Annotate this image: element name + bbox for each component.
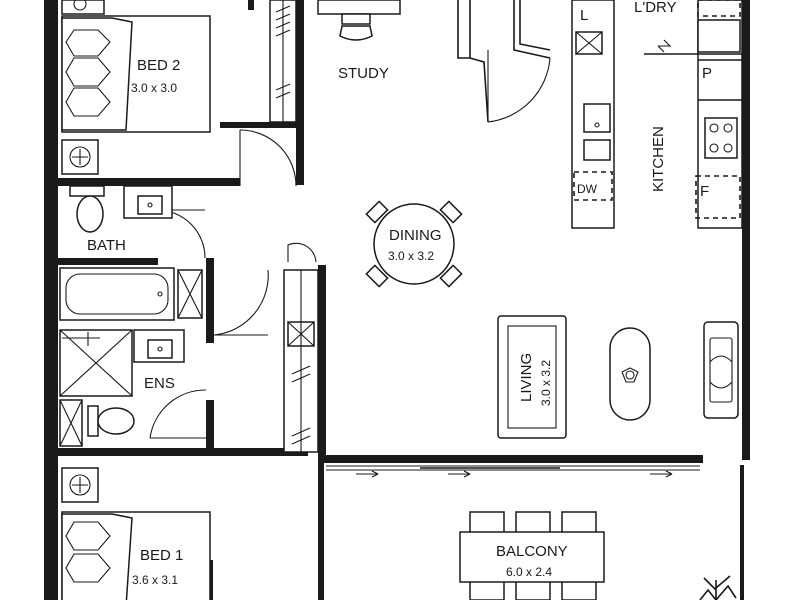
walls: [44, 0, 750, 600]
study-label: STUDY: [338, 65, 389, 82]
ensuite-fixtures: [59, 329, 185, 447]
hall-robe: [283, 269, 319, 453]
ens-toilet: [97, 407, 135, 435]
fridge-space: [695, 175, 741, 219]
balcony-sliding-door: [326, 465, 700, 478]
bed2-furniture: [61, 0, 211, 175]
west-exterior-wall: [44, 0, 58, 600]
bed2-bedside-top: [61, 0, 105, 15]
laundry-tub: [697, 19, 741, 53]
robe-wall: [318, 265, 326, 460]
balcony-label: BALCONY: [496, 543, 568, 560]
dishwasher: [573, 171, 613, 201]
entry-door-swing: [487, 57, 551, 123]
living-dims: 3.0 x 3.2: [539, 360, 553, 406]
cooktop: [704, 117, 738, 159]
dryer-space: [697, 0, 741, 17]
ens-label: ENS: [144, 375, 175, 392]
ens-east-wall-upper: [206, 258, 214, 343]
bed2-robe: [269, 0, 297, 123]
balcony-door-head: [318, 455, 703, 463]
balcony-east-edge: [740, 465, 744, 600]
robe-door-swing: [287, 242, 317, 263]
living-label: LIVING: [518, 353, 535, 402]
dining-table: [365, 200, 463, 288]
sofa: [497, 315, 567, 439]
bath-label: BATH: [87, 237, 126, 254]
bath-fixtures: [59, 185, 203, 321]
fixture-tags: L P DW F: [577, 7, 712, 200]
coffee-table: [609, 327, 651, 421]
ens-east-wall-lower: [206, 400, 214, 455]
study-wall: [296, 0, 304, 185]
balcony-table: [459, 511, 605, 600]
living-furniture: [497, 315, 739, 439]
balcony-dims: 6.0 x 2.4: [506, 565, 552, 579]
kitchen-label: KITCHEN: [650, 126, 667, 192]
bed2-south-wall: [58, 178, 240, 186]
bathtub: [59, 267, 175, 321]
room-labels: BED 2 3.0 x 3.0 STUDY L'DRY KITCHEN BATH…: [87, 0, 677, 587]
laundry-label: L'DRY: [634, 0, 677, 16]
bath-toilet: [76, 195, 104, 233]
bed2-door-swing: [239, 129, 297, 187]
bath-toilet-cistern: [69, 185, 105, 197]
ens-door-swing: [213, 269, 269, 336]
pantry-tag: P: [702, 65, 712, 82]
kitchen-sink-1: [583, 103, 611, 133]
bed1-furniture: [61, 467, 211, 600]
bath-south-wall: [58, 258, 158, 265]
study-desk: [317, 0, 401, 41]
bed2-north-stub: [248, 0, 254, 10]
dining-label: DINING: [389, 227, 442, 244]
kitchen-sink-2: [583, 139, 611, 161]
dishwasher-tag: DW: [577, 182, 598, 196]
bed1-label: BED 1: [140, 547, 183, 564]
balcony-plant: [699, 575, 737, 600]
laundry: [644, 0, 742, 55]
armchair: [703, 321, 739, 419]
ens-toilet-cistern: [87, 405, 99, 437]
east-exterior-wall: [742, 0, 750, 460]
foyer-structure: [457, 0, 551, 123]
study-west-stub-wall: [220, 122, 302, 128]
ens-lower-door-swing: [149, 389, 207, 439]
fridge-tag: F: [700, 183, 709, 200]
balcony-west-wall: [318, 463, 324, 600]
linen-tag: L: [580, 7, 588, 24]
bed1-north-wall: [58, 448, 308, 456]
bed2-label: BED 2: [137, 57, 180, 74]
kitchen-bench: [571, 0, 615, 229]
bed1-dims: 3.6 x 3.1: [132, 573, 178, 587]
dining-dims: 3.0 x 3.2: [388, 249, 434, 263]
bed2-dims: 3.0 x 3.0: [131, 81, 177, 95]
